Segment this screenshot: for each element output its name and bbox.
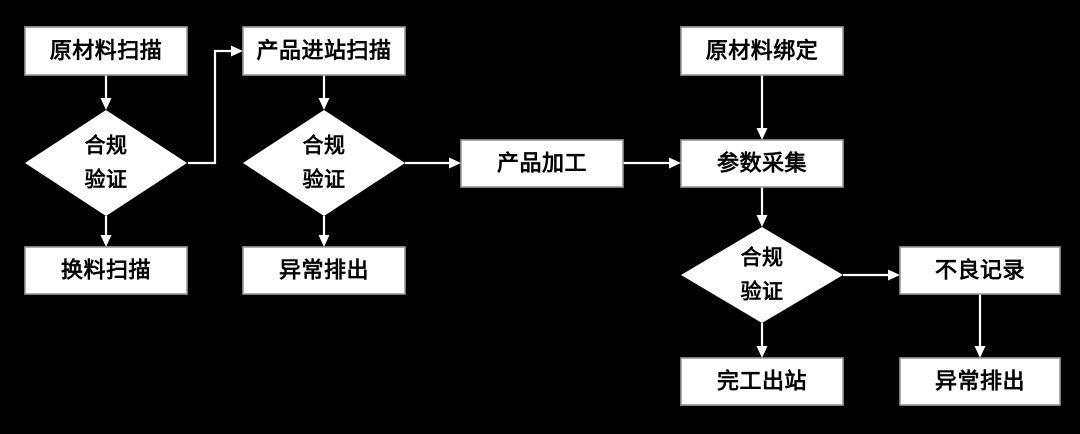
edge-check3-to-finish (756, 323, 768, 358)
edge-check3-to-finish-arrowhead (756, 346, 768, 358)
node-raw-material-binding-shape[interactable] (680, 26, 844, 76)
edge-defect-to-abnormal-right-arrowhead (974, 346, 986, 358)
node-raw-material-binding[interactable]: 原材料绑定 (680, 26, 844, 76)
node-product-inbound-scan[interactable]: 产品进站扫描 (242, 26, 406, 76)
node-compliance-check-3-shape[interactable] (681, 227, 843, 323)
node-finish-outbound-shape[interactable] (680, 357, 844, 406)
node-parameter-collection-shape[interactable] (680, 139, 844, 188)
node-compliance-check-1-shape[interactable] (25, 110, 187, 216)
node-abnormal-reject-left-label: 异常排出 (279, 257, 369, 282)
edge-parameter-to-check3 (756, 187, 768, 227)
node-product-processing-label: 产品加工 (497, 150, 587, 175)
node-raw-material-scan-label: 原材料扫描 (50, 38, 163, 63)
node-abnormal-reject-right[interactable]: 异常排出 (899, 357, 1061, 406)
edge-check1-to-inbound-scan (188, 45, 243, 165)
edge-check1-to-change-scan (100, 216, 112, 247)
node-abnormal-reject-right-label: 异常排出 (935, 368, 1025, 393)
node-compliance-check-3-label-line1: 合规 (741, 246, 784, 270)
nodes-layer: 原材料扫描合规验证换料扫描产品进站扫描合规验证异常排出产品加工原材料绑定参数采集… (24, 26, 1061, 406)
node-compliance-check-2-shape[interactable] (243, 110, 405, 216)
edge-check1-to-change-scan-arrowhead (100, 235, 112, 247)
edge-raw-scan-to-check1-arrowhead (100, 98, 112, 110)
edge-binding-to-parameter-arrowhead (756, 128, 768, 140)
node-compliance-check-2-label-line2: 验证 (303, 168, 346, 192)
edge-check2-to-processing-arrowhead (449, 157, 461, 169)
edge-defect-to-abnormal-right (974, 294, 986, 358)
edge-processing-to-parameter (623, 157, 681, 169)
node-abnormal-reject-right-shape[interactable] (899, 357, 1061, 406)
edge-check1-to-inbound-scan-line (188, 49, 237, 165)
node-raw-material-binding-label: 原材料绑定 (706, 38, 819, 63)
edge-raw-scan-to-check1 (100, 75, 112, 110)
node-material-change-scan-shape[interactable] (24, 246, 188, 295)
node-defect-record-label: 不良记录 (935, 257, 1025, 282)
edge-binding-to-parameter (756, 75, 768, 140)
edge-check3-to-defect-record-arrowhead (888, 269, 900, 281)
edge-check2-to-abnormal-left-arrowhead (318, 235, 330, 247)
node-finish-outbound-label: 完工出站 (717, 368, 807, 393)
node-raw-material-scan-shape[interactable] (24, 26, 188, 76)
node-raw-material-scan[interactable]: 原材料扫描 (24, 26, 188, 76)
edge-inbound-scan-to-check2-arrowhead (318, 98, 330, 110)
node-compliance-check-1-label-line2: 验证 (85, 168, 128, 192)
node-compliance-check-2-label-line1: 合规 (303, 134, 346, 158)
node-finish-outbound[interactable]: 完工出站 (680, 357, 844, 406)
node-product-processing-shape[interactable] (460, 139, 624, 188)
edge-inbound-scan-to-check2 (318, 75, 330, 110)
node-defect-record[interactable]: 不良记录 (899, 246, 1061, 295)
node-parameter-collection[interactable]: 参数采集 (680, 139, 844, 188)
node-compliance-check-1-label-line1: 合规 (85, 134, 128, 158)
node-abnormal-reject-left-shape[interactable] (242, 246, 406, 295)
node-material-change-scan[interactable]: 换料扫描 (24, 246, 188, 295)
edge-check1-to-inbound-scan-arrowhead (231, 45, 243, 57)
node-material-change-scan-label: 换料扫描 (61, 257, 151, 282)
edge-check3-to-defect-record (843, 269, 900, 281)
edges-layer (100, 45, 986, 358)
edge-check2-to-abnormal-left (318, 216, 330, 247)
node-parameter-collection-label: 参数采集 (717, 150, 808, 175)
node-defect-record-shape[interactable] (899, 246, 1061, 295)
node-product-inbound-scan-shape[interactable] (242, 26, 406, 76)
node-abnormal-reject-left[interactable]: 异常排出 (242, 246, 406, 295)
edge-check2-to-processing (405, 157, 461, 169)
node-compliance-check-3-label-line2: 验证 (741, 280, 784, 304)
node-product-processing[interactable]: 产品加工 (460, 139, 624, 188)
edge-processing-to-parameter-arrowhead (669, 157, 681, 169)
edge-parameter-to-check3-arrowhead (756, 215, 768, 227)
node-product-inbound-scan-label: 产品进站扫描 (256, 38, 391, 63)
